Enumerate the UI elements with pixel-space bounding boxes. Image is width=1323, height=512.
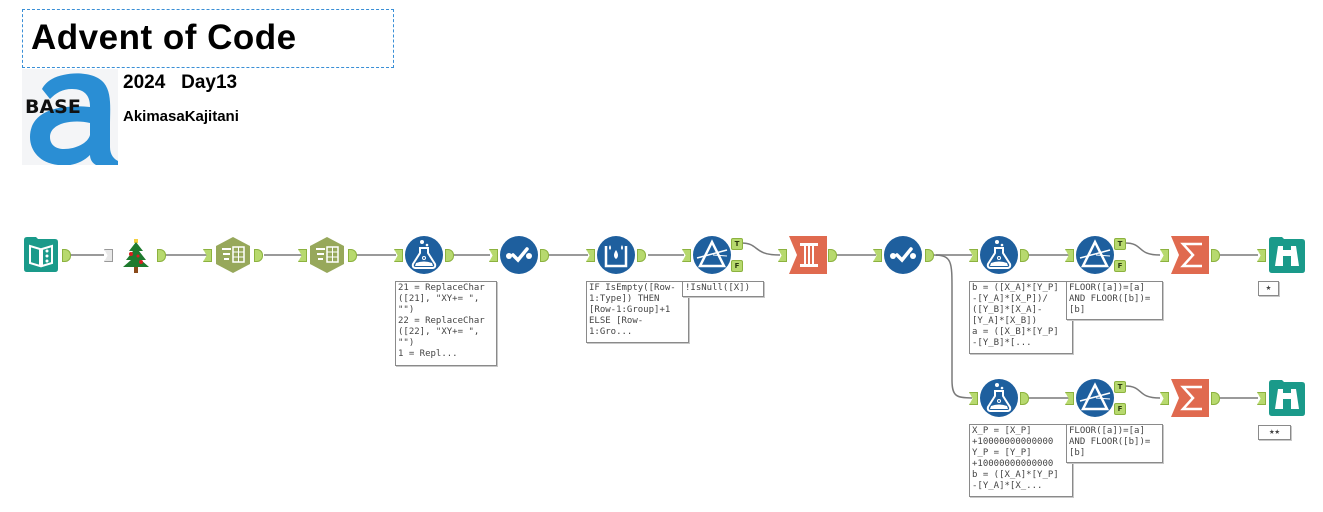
- filter-tool-3[interactable]: [1076, 379, 1114, 417]
- true-branch-wire[interactable]: [740, 242, 781, 256]
- browse-tool-2[interactable]: [1268, 379, 1306, 417]
- subtitle: 2024 Day13: [123, 72, 238, 93]
- text-to-columns-tool-2[interactable]: [308, 236, 346, 274]
- formula-tool-2[interactable]: [980, 236, 1018, 274]
- author-name: AkimasaKajitani: [123, 108, 239, 125]
- select-tool-2[interactable]: [884, 236, 922, 274]
- filter-prism-icon: [1079, 382, 1111, 411]
- browse-binoculars-icon: [1269, 380, 1305, 416]
- browse-binoculars-icon: [1269, 237, 1305, 273]
- formula-annotation[interactable]: X_P = [X_P] +10000000000000 Y_P = [Y_P] …: [969, 424, 1073, 497]
- output-anchor[interactable]: [925, 249, 934, 262]
- connection-wire[interactable]: [70, 254, 104, 256]
- connection-wire[interactable]: [264, 254, 304, 256]
- multi-row-formula-icon: [604, 245, 628, 268]
- output-anchor[interactable]: [1211, 249, 1220, 262]
- logo-letter-a-icon: BASE: [25, 73, 118, 165]
- filter-tool-2[interactable]: [1076, 236, 1114, 274]
- cross-tab-pillar-icon: [789, 236, 827, 274]
- summarize-sigma-icon: [1171, 236, 1209, 274]
- formula-flask-icon: [986, 383, 1012, 412]
- connection-wire[interactable]: [1028, 254, 1070, 256]
- false-anchor[interactable]: F: [731, 260, 743, 272]
- text-to-columns-icon: [310, 237, 344, 273]
- filter-annotation[interactable]: !IsNull([X]): [682, 281, 764, 297]
- connection-wire[interactable]: [1028, 397, 1070, 399]
- filter-annotation[interactable]: FLOOR([a])=[a] AND FLOOR([b])= [b]: [1066, 424, 1163, 463]
- browse-annotation[interactable]: ★★: [1258, 425, 1291, 440]
- connection-wire[interactable]: [1218, 254, 1258, 256]
- text-input-book-icon: [24, 237, 58, 272]
- filter-annotation[interactable]: FLOOR([a])=[a] AND FLOOR([b])= [b]: [1066, 281, 1163, 320]
- formula-annotation[interactable]: 21 = ReplaceChar ([21], "XY+= ", "") 22 …: [395, 281, 497, 366]
- connection-wire[interactable]: [648, 254, 684, 256]
- cross-tab-tool[interactable]: [789, 236, 827, 274]
- multi-row-annotation[interactable]: IF IsEmpty([Row- 1:Type]) THEN [Row-1:Gr…: [586, 281, 689, 343]
- formula-tool-1[interactable]: [405, 236, 443, 274]
- text-to-columns-icon: [216, 237, 250, 273]
- connection-wire[interactable]: [160, 254, 208, 256]
- output-anchor[interactable]: [254, 249, 263, 262]
- output-anchor[interactable]: [445, 249, 454, 262]
- summarize-tool-2[interactable]: [1171, 379, 1209, 417]
- formula-flask-icon: [986, 240, 1012, 269]
- true-anchor[interactable]: T: [731, 238, 743, 250]
- true-branch-wire[interactable]: [1124, 242, 1161, 256]
- true-anchor[interactable]: T: [1114, 381, 1126, 393]
- connection-wire[interactable]: [834, 254, 876, 256]
- formula-tool-3[interactable]: [980, 379, 1018, 417]
- branch-wire-part2[interactable]: [933, 254, 973, 399]
- output-anchor[interactable]: [637, 249, 646, 262]
- summarize-tool-1[interactable]: [1171, 236, 1209, 274]
- filter-prism-icon: [696, 239, 728, 268]
- output-anchor[interactable]: [348, 249, 357, 262]
- output-anchor[interactable]: [540, 249, 549, 262]
- connection-wire[interactable]: [936, 254, 972, 256]
- logo-text: BASE: [25, 96, 81, 118]
- select-check-icon: [506, 247, 532, 263]
- text-input-tool[interactable]: [22, 236, 60, 274]
- output-anchor[interactable]: [62, 249, 71, 262]
- macro-tool[interactable]: [117, 236, 155, 274]
- base-logo: BASE: [22, 69, 118, 165]
- connection-wire[interactable]: [452, 254, 490, 256]
- output-anchor[interactable]: [1211, 392, 1220, 405]
- multi-row-formula-tool[interactable]: [597, 236, 635, 274]
- browse-annotation[interactable]: ★: [1258, 281, 1279, 296]
- text-to-columns-tool-1[interactable]: [214, 236, 252, 274]
- page-title: Advent of Code: [31, 18, 297, 57]
- summarize-sigma-icon: [1171, 379, 1209, 417]
- browse-tool-1[interactable]: [1268, 236, 1306, 274]
- title-text-box[interactable]: Advent of Code: [22, 9, 394, 68]
- false-anchor[interactable]: F: [1114, 260, 1126, 272]
- output-anchor[interactable]: [828, 249, 837, 262]
- filter-tool-1[interactable]: [693, 236, 731, 274]
- output-anchor[interactable]: [1020, 249, 1029, 262]
- connection-wire[interactable]: [548, 254, 588, 256]
- connection-wire[interactable]: [1218, 397, 1258, 399]
- select-check-icon: [890, 247, 916, 263]
- filter-prism-icon: [1079, 239, 1111, 268]
- connection-wire[interactable]: [354, 254, 396, 256]
- select-tool-1[interactable]: [500, 236, 538, 274]
- true-branch-wire[interactable]: [1124, 385, 1161, 399]
- formula-annotation[interactable]: b = ([X_A]*[Y_P] -[Y_A]*[X_P])/ ([Y_B]*[…: [969, 281, 1073, 354]
- formula-flask-icon: [411, 240, 437, 269]
- output-anchor[interactable]: [1020, 392, 1029, 405]
- false-anchor[interactable]: F: [1114, 403, 1126, 415]
- output-anchor[interactable]: [157, 249, 166, 262]
- christmas-tree-icon: [123, 239, 149, 273]
- true-anchor[interactable]: T: [1114, 238, 1126, 250]
